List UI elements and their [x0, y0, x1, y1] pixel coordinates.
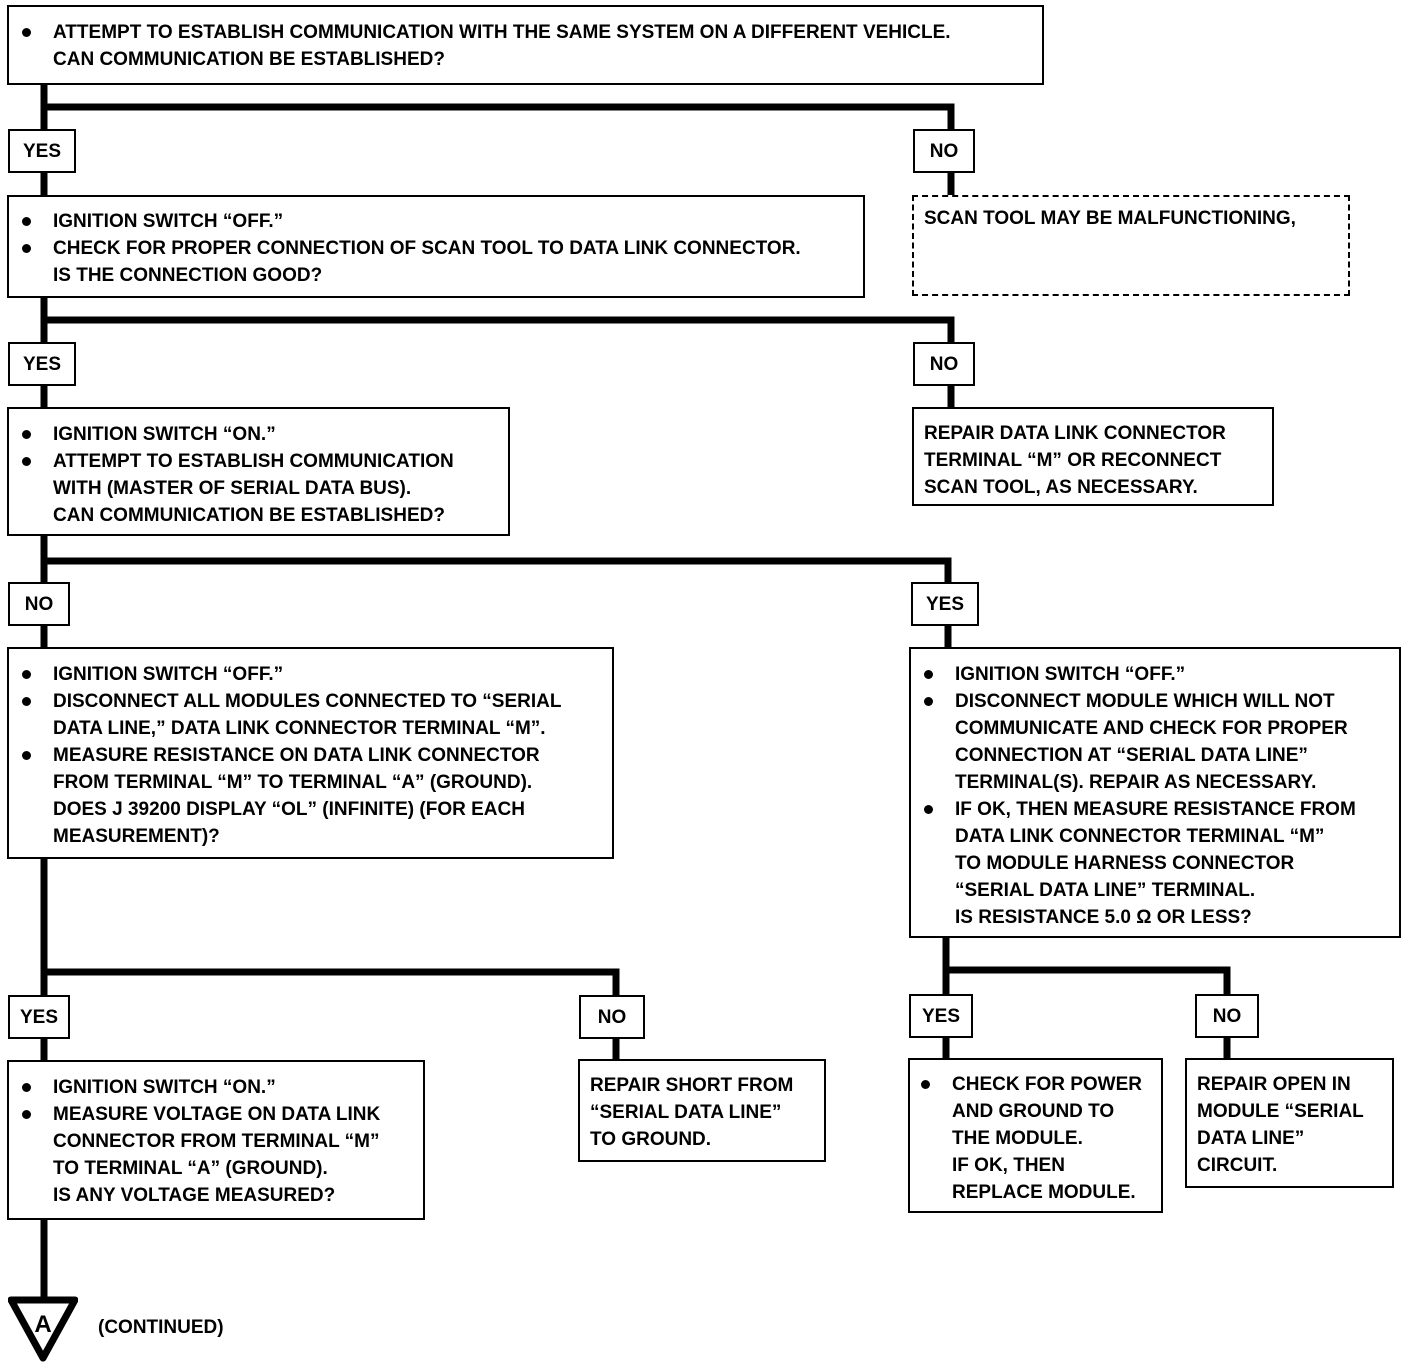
bullet-item: DISCONNECT ALL MODULES CONNECTED TO “SER… [9, 688, 612, 742]
step-text-line: DISCONNECT ALL MODULES CONNECTED TO “SER… [53, 691, 562, 712]
no-label: NO [8, 582, 70, 626]
yes-label: YES [8, 129, 76, 173]
step-text-line: REPLACE MODULE. [952, 1182, 1136, 1203]
no-label: NO [913, 129, 975, 173]
bullet-item: IF OK, THEN MEASURE RESISTANCE FROM DATA … [911, 796, 1399, 931]
step-text-line: AND GROUND TO [952, 1101, 1115, 1122]
step-text-line: MEASURE RESISTANCE ON DATA LINK CONNECTO… [53, 745, 540, 766]
step-disconnect-module-box: IGNITION SWITCH “OFF.” DISCONNECT MODULE … [909, 647, 1401, 938]
no-label: NO [913, 342, 975, 386]
step-text-line: IGNITION SWITCH “OFF.” [955, 664, 1186, 685]
bullet-item: IGNITION SWITCH “OFF.” [911, 661, 1399, 688]
action-text-line: CIRCUIT. [1197, 1155, 1278, 1176]
step-text-line: MEASUREMENT)? [53, 826, 220, 847]
step-text-line: CONNECTION AT “SERIAL DATA LINE” [955, 745, 1308, 766]
step-text-line: FROM TERMINAL “M” TO TERMINAL “A” (GROUN… [53, 772, 533, 793]
action-text-line: SCAN TOOL, AS NECESSARY. [924, 477, 1198, 498]
step-text-line: CHECK FOR PROPER CONNECTION OF SCAN TOOL… [53, 238, 801, 259]
action-text-line: DATA LINE” [1197, 1128, 1305, 1149]
no-label: NO [1195, 994, 1259, 1038]
action-text-line: SCAN TOOL MAY BE MALFUNCTIONING, [924, 208, 1296, 229]
step-text-line: IF OK, THEN MEASURE RESISTANCE FROM [955, 799, 1356, 820]
offpage-connector-a-icon: A [8, 1296, 78, 1362]
step-text-line: TO TERMINAL “A” (GROUND). [53, 1158, 328, 1179]
step-text-line: WITH (MASTER OF SERIAL DATA BUS). [53, 478, 412, 499]
step-text-line: IS ANY VOLTAGE MEASURED? [53, 1185, 336, 1206]
bullet-item: IGNITION SWITCH “ON.” [9, 421, 508, 448]
action-text-line: MODULE “SERIAL [1197, 1101, 1364, 1122]
step-text-line: MEASURE VOLTAGE ON DATA LINK [53, 1104, 381, 1125]
step-text-line: IGNITION SWITCH “OFF.” [53, 664, 284, 685]
yes-label: YES [8, 342, 76, 386]
step-text-line: COMMUNICATE AND CHECK FOR PROPER [955, 718, 1348, 739]
action-text-line: TERMINAL “M” OR RECONNECT [924, 450, 1222, 471]
step-check-connection-box: IGNITION SWITCH “OFF.” CHECK FOR PROPER C… [7, 195, 865, 298]
step-text-line: “SERIAL DATA LINE” TERMINAL. [955, 880, 1256, 901]
step-text-line: CONNECTOR FROM TERMINAL “M” [53, 1131, 380, 1152]
bullet-item: MEASURE RESISTANCE ON DATA LINK CONNECTO… [9, 742, 612, 850]
connector-letter: A [34, 1311, 51, 1338]
bullet-item: CHECK FOR POWER AND GROUND TO THE MODULE. I… [908, 1071, 1161, 1206]
step-master-bus-box: IGNITION SWITCH “ON.” ATTEMPT TO ESTABLIS… [7, 407, 510, 536]
yes-label: YES [8, 995, 70, 1039]
check-power-ground-box: CHECK FOR POWER AND GROUND TO THE MODULE. I… [908, 1058, 1163, 1213]
action-text-line: TO GROUND. [590, 1129, 712, 1150]
step-text-line: ATTEMPT TO ESTABLISH COMMUNICATION [53, 451, 454, 472]
action-text-line: REPAIR DATA LINK CONNECTOR [924, 423, 1226, 444]
bullet-item: MEASURE VOLTAGE ON DATA LINK CONNECTOR FR… [9, 1101, 423, 1209]
action-text-line: “SERIAL DATA LINE” [590, 1102, 782, 1123]
step-text-line: TERMINAL(S). REPAIR AS NECESSARY. [955, 772, 1317, 793]
bullet-item: IGNITION SWITCH “OFF.” [9, 661, 612, 688]
step-text-line: IS RESISTANCE 5.0 Ω OR LESS? [955, 907, 1252, 928]
step-text-line: CAN COMMUNICATION BE ESTABLISHED? [53, 49, 445, 70]
action-text-line: REPAIR SHORT FROM [590, 1075, 794, 1096]
repair-open-box: REPAIR OPEN IN MODULE “SERIAL DATA LINE” CI… [1185, 1058, 1394, 1188]
continued-label: (CONTINUED) [98, 1317, 224, 1338]
bullet-item: IGNITION SWITCH “OFF.” [9, 208, 863, 235]
step-text-line: CAN COMMUNICATION BE ESTABLISHED? [53, 505, 445, 526]
bullet-item: ATTEMPT TO ESTABLISH COMMUNICATION WITH … [9, 19, 1042, 73]
bullet-item: ATTEMPT TO ESTABLISH COMMUNICATION WITH (… [9, 448, 508, 529]
step-text-line: IGNITION SWITCH “ON.” [53, 1077, 276, 1098]
action-text-line: REPAIR OPEN IN [1197, 1074, 1351, 1095]
step-measure-resistance-box: IGNITION SWITCH “OFF.” DISCONNECT ALL MOD… [7, 647, 614, 859]
step-text-line: THE MODULE. [952, 1128, 1083, 1149]
no-label: NO [579, 995, 645, 1039]
step-text-line: IS THE CONNECTION GOOD? [53, 265, 323, 286]
bullet-item: CHECK FOR PROPER CONNECTION OF SCAN TOOL… [9, 235, 863, 289]
step-text-line: CHECK FOR POWER [952, 1074, 1142, 1095]
step-text-line: DATA LINE,” DATA LINK CONNECTOR TERMINAL… [53, 718, 546, 739]
step-text-line: TO MODULE HARNESS CONNECTOR [955, 853, 1295, 874]
step-text-line: IGNITION SWITCH “OFF.” [53, 211, 284, 232]
step-text-line: ATTEMPT TO ESTABLISH COMMUNICATION WITH … [53, 22, 951, 43]
step-text-line: DATA LINK CONNECTOR TERMINAL “M” [955, 826, 1325, 847]
step-measure-voltage-box: IGNITION SWITCH “ON.” MEASURE VOLTAGE ON … [7, 1060, 425, 1220]
repair-short-box: REPAIR SHORT FROM “SERIAL DATA LINE” TO GR… [578, 1059, 826, 1162]
bullet-item: IGNITION SWITCH “ON.” [9, 1074, 423, 1101]
step-text-line: IF OK, THEN [952, 1155, 1065, 1176]
repair-dlc-box: REPAIR DATA LINK CONNECTOR TERMINAL “M” O… [912, 407, 1274, 506]
step-text-line: IGNITION SWITCH “ON.” [53, 424, 276, 445]
step-different-vehicle-box: ATTEMPT TO ESTABLISH COMMUNICATION WITH … [7, 5, 1044, 85]
yes-label: YES [909, 994, 973, 1038]
scan-tool-malfunction-box: SCAN TOOL MAY BE MALFUNCTIONING, [912, 195, 1350, 296]
yes-label: YES [911, 582, 979, 626]
step-text-line: DOES J 39200 DISPLAY “OL” (INFINITE) (FO… [53, 799, 525, 820]
step-text-line: DISCONNECT MODULE WHICH WILL NOT [955, 691, 1335, 712]
bullet-item: DISCONNECT MODULE WHICH WILL NOT COMMUNIC… [911, 688, 1399, 796]
